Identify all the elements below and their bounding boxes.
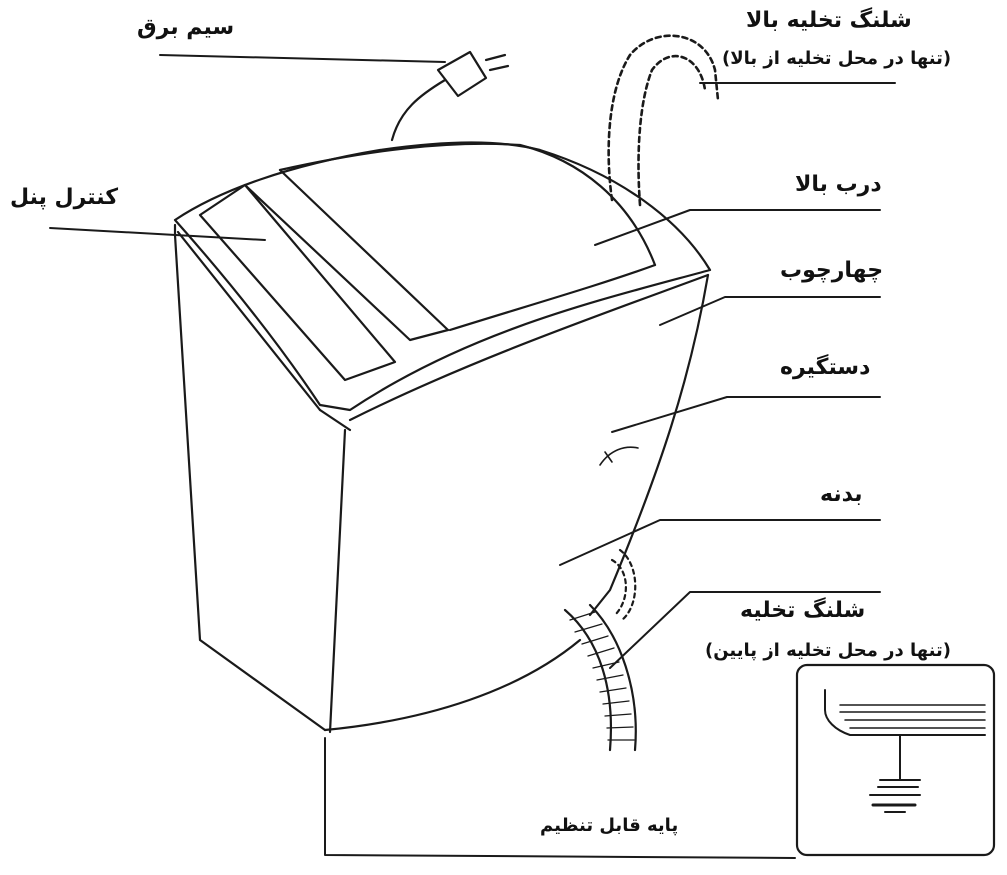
top-lid-icon [175, 143, 710, 411]
leader-frame [660, 297, 880, 325]
leader-power-cord [160, 55, 445, 62]
label-upper-drain-note: (تنها در محل تخلیه از بالا) [722, 48, 951, 69]
leader-top-lid [595, 210, 880, 245]
leader-adjustable-foot [325, 738, 795, 858]
label-adjustable-foot: پایه قابل تنظیم [540, 815, 678, 836]
label-control-panel: کنترل پنل [10, 185, 118, 210]
leader-body [560, 520, 880, 565]
power-cord-icon [392, 52, 508, 140]
leader-control-panel [50, 228, 265, 240]
label-frame: چهارچوب [780, 258, 883, 283]
label-upper-drain-hose: شلنگ تخلیه بالا [746, 8, 912, 33]
cabinet-body-icon [175, 225, 708, 732]
handle-icon [600, 447, 638, 465]
foot-detail-inset [797, 665, 994, 855]
label-handle: دستگیره [780, 355, 870, 380]
label-drain-hose: شلنگ تخلیه [740, 598, 865, 623]
control-panel-icon [178, 232, 350, 430]
label-top-lid: درب بالا [795, 172, 882, 197]
upper-drain-hose-icon [609, 36, 718, 205]
label-drain-note: (تنها در محل تخلیه از پایین) [705, 640, 951, 661]
drain-hose-icon [565, 550, 636, 750]
label-power-cord: سیم برق [137, 15, 234, 40]
label-body: بدنه [820, 482, 863, 507]
leader-handle [612, 397, 880, 432]
leader-lines [50, 55, 895, 858]
